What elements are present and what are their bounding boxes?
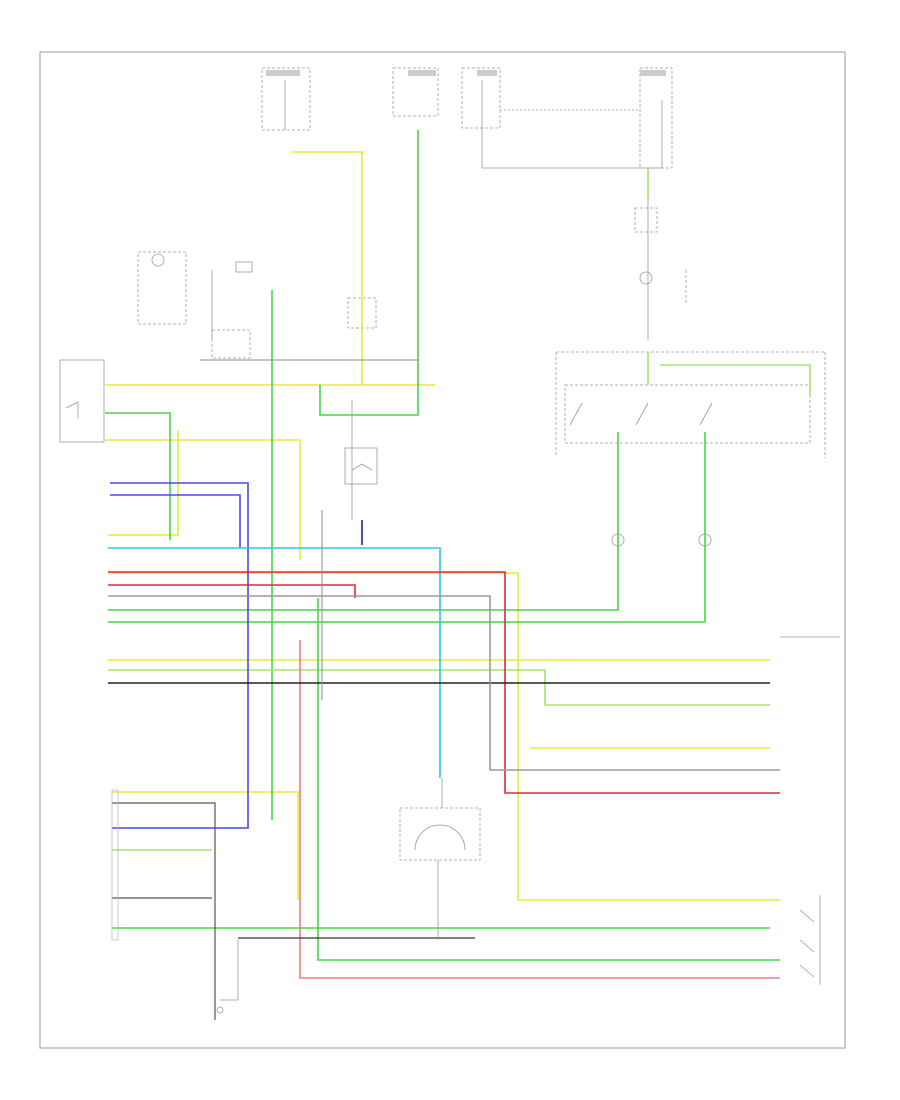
fuse-box-2 bbox=[392, 67, 439, 117]
fuse-box-4 bbox=[639, 67, 673, 169]
wire-layer bbox=[105, 130, 811, 1020]
green-wire-1 bbox=[319, 130, 419, 416]
left-upper-components bbox=[59, 251, 378, 520]
blue-wire-1 bbox=[110, 482, 249, 829]
sensor-box-center bbox=[344, 447, 378, 485]
green-wire-9 bbox=[108, 669, 770, 706]
lower-components bbox=[111, 778, 821, 1014]
yellow-wire-3 bbox=[105, 439, 301, 560]
sensor-box-lower bbox=[399, 807, 481, 861]
fuse-box-1 bbox=[261, 67, 311, 131]
diagram-frame bbox=[39, 51, 846, 1049]
green-wire-4 bbox=[660, 364, 811, 395]
connector-box-lower-left bbox=[111, 789, 119, 941]
relay-block-right bbox=[634, 207, 658, 233]
relay-box-center-left bbox=[211, 329, 251, 359]
pink-wire-1 bbox=[299, 640, 780, 979]
gray-wire-2 bbox=[112, 802, 216, 1020]
yellow-wire-4 bbox=[108, 572, 780, 901]
switch-panel-right bbox=[564, 384, 811, 444]
green-wire-7 bbox=[105, 412, 171, 540]
right-upper-components bbox=[555, 168, 840, 638]
fuse-box-3 bbox=[461, 67, 501, 129]
gray-wire-1 bbox=[108, 595, 780, 771]
red-wire-2 bbox=[108, 584, 356, 598]
yellow-wire-7 bbox=[112, 791, 299, 900]
relay-box-left bbox=[59, 359, 105, 443]
yellow-wire-8 bbox=[108, 430, 179, 536]
blue-wire-2 bbox=[110, 494, 241, 548]
yellow-wire-1 bbox=[292, 151, 363, 385]
cyan-wire-1 bbox=[108, 547, 441, 778]
fuse-block-group bbox=[261, 67, 673, 169]
connector-box-upper-left bbox=[137, 251, 187, 325]
green-wire-5 bbox=[108, 432, 619, 611]
green-wire-11 bbox=[317, 598, 780, 961]
green-wire-6 bbox=[108, 432, 706, 623]
